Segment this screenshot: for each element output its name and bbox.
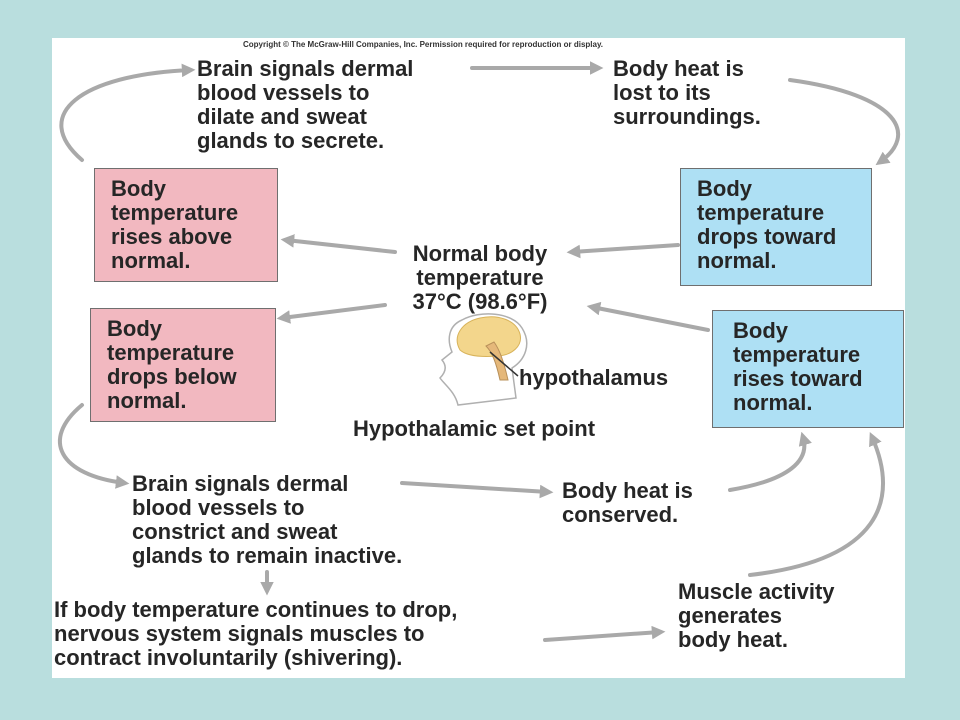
body-heat-lost-text: Body heat is lost to its surroundings. [613, 56, 761, 129]
box-drops-toward-normal-label: Body temperature drops toward normal. [697, 176, 837, 273]
hypothalamus-pointer [489, 351, 519, 377]
arrow-normal-to-drops-below [276, 303, 387, 324]
arrow-constrict-to-conserved [400, 481, 554, 499]
shivering-text: If body temperature continues to drop, n… [54, 597, 458, 670]
hypothalamic-set-point-label: Hypothalamic set point [353, 416, 596, 441]
arrow-rises-toward-to-normal [586, 301, 710, 332]
arrow-shivering-to-muscle [543, 625, 666, 642]
box-rises-above-normal-label: Body temperature rises above normal. [111, 176, 239, 273]
arrow-heat-lost-to-drops-toward [788, 78, 900, 166]
arrow-loop-top-left [59, 63, 196, 162]
box-drops-below-normal-label: Body temperature drops below normal. [107, 316, 237, 413]
body-heat-conserved-text: Body heat is conserved. [562, 478, 693, 527]
brain-signals-dilate-text: Brain signals dermal blood vessels to di… [197, 56, 414, 153]
hypothalamus-label: hypothalamus [519, 365, 669, 390]
box-rises-toward-normal: Body temperature rises toward normal. [712, 310, 904, 428]
box-rises-above-normal: Body temperature rises above normal. [94, 168, 278, 282]
arrow-drops-toward-to-normal [566, 243, 680, 259]
arrow-normal-to-rises-above [280, 234, 397, 254]
muscle-activity-text: Muscle activity generates body heat. [678, 579, 835, 652]
normal-body-temperature-text: Normal body temperature 37°C (98.6°F) [412, 241, 548, 314]
arrow-conserved-to-rises-toward [728, 431, 812, 492]
brain-icon [456, 316, 521, 357]
box-drops-below-normal: Body temperature drops below normal. [90, 308, 276, 422]
copyright-notice: Copyright © The McGraw-Hill Companies, I… [243, 40, 604, 49]
brain-signals-constrict-text: Brain signals dermal blood vessels to co… [132, 471, 403, 568]
arrow-muscle-to-rises-toward [748, 432, 885, 577]
box-drops-toward-normal: Body temperature drops toward normal. [680, 168, 872, 286]
arrow-loop-bottom-left [58, 403, 130, 489]
box-rises-toward-normal-label: Body temperature rises toward normal. [733, 318, 863, 415]
